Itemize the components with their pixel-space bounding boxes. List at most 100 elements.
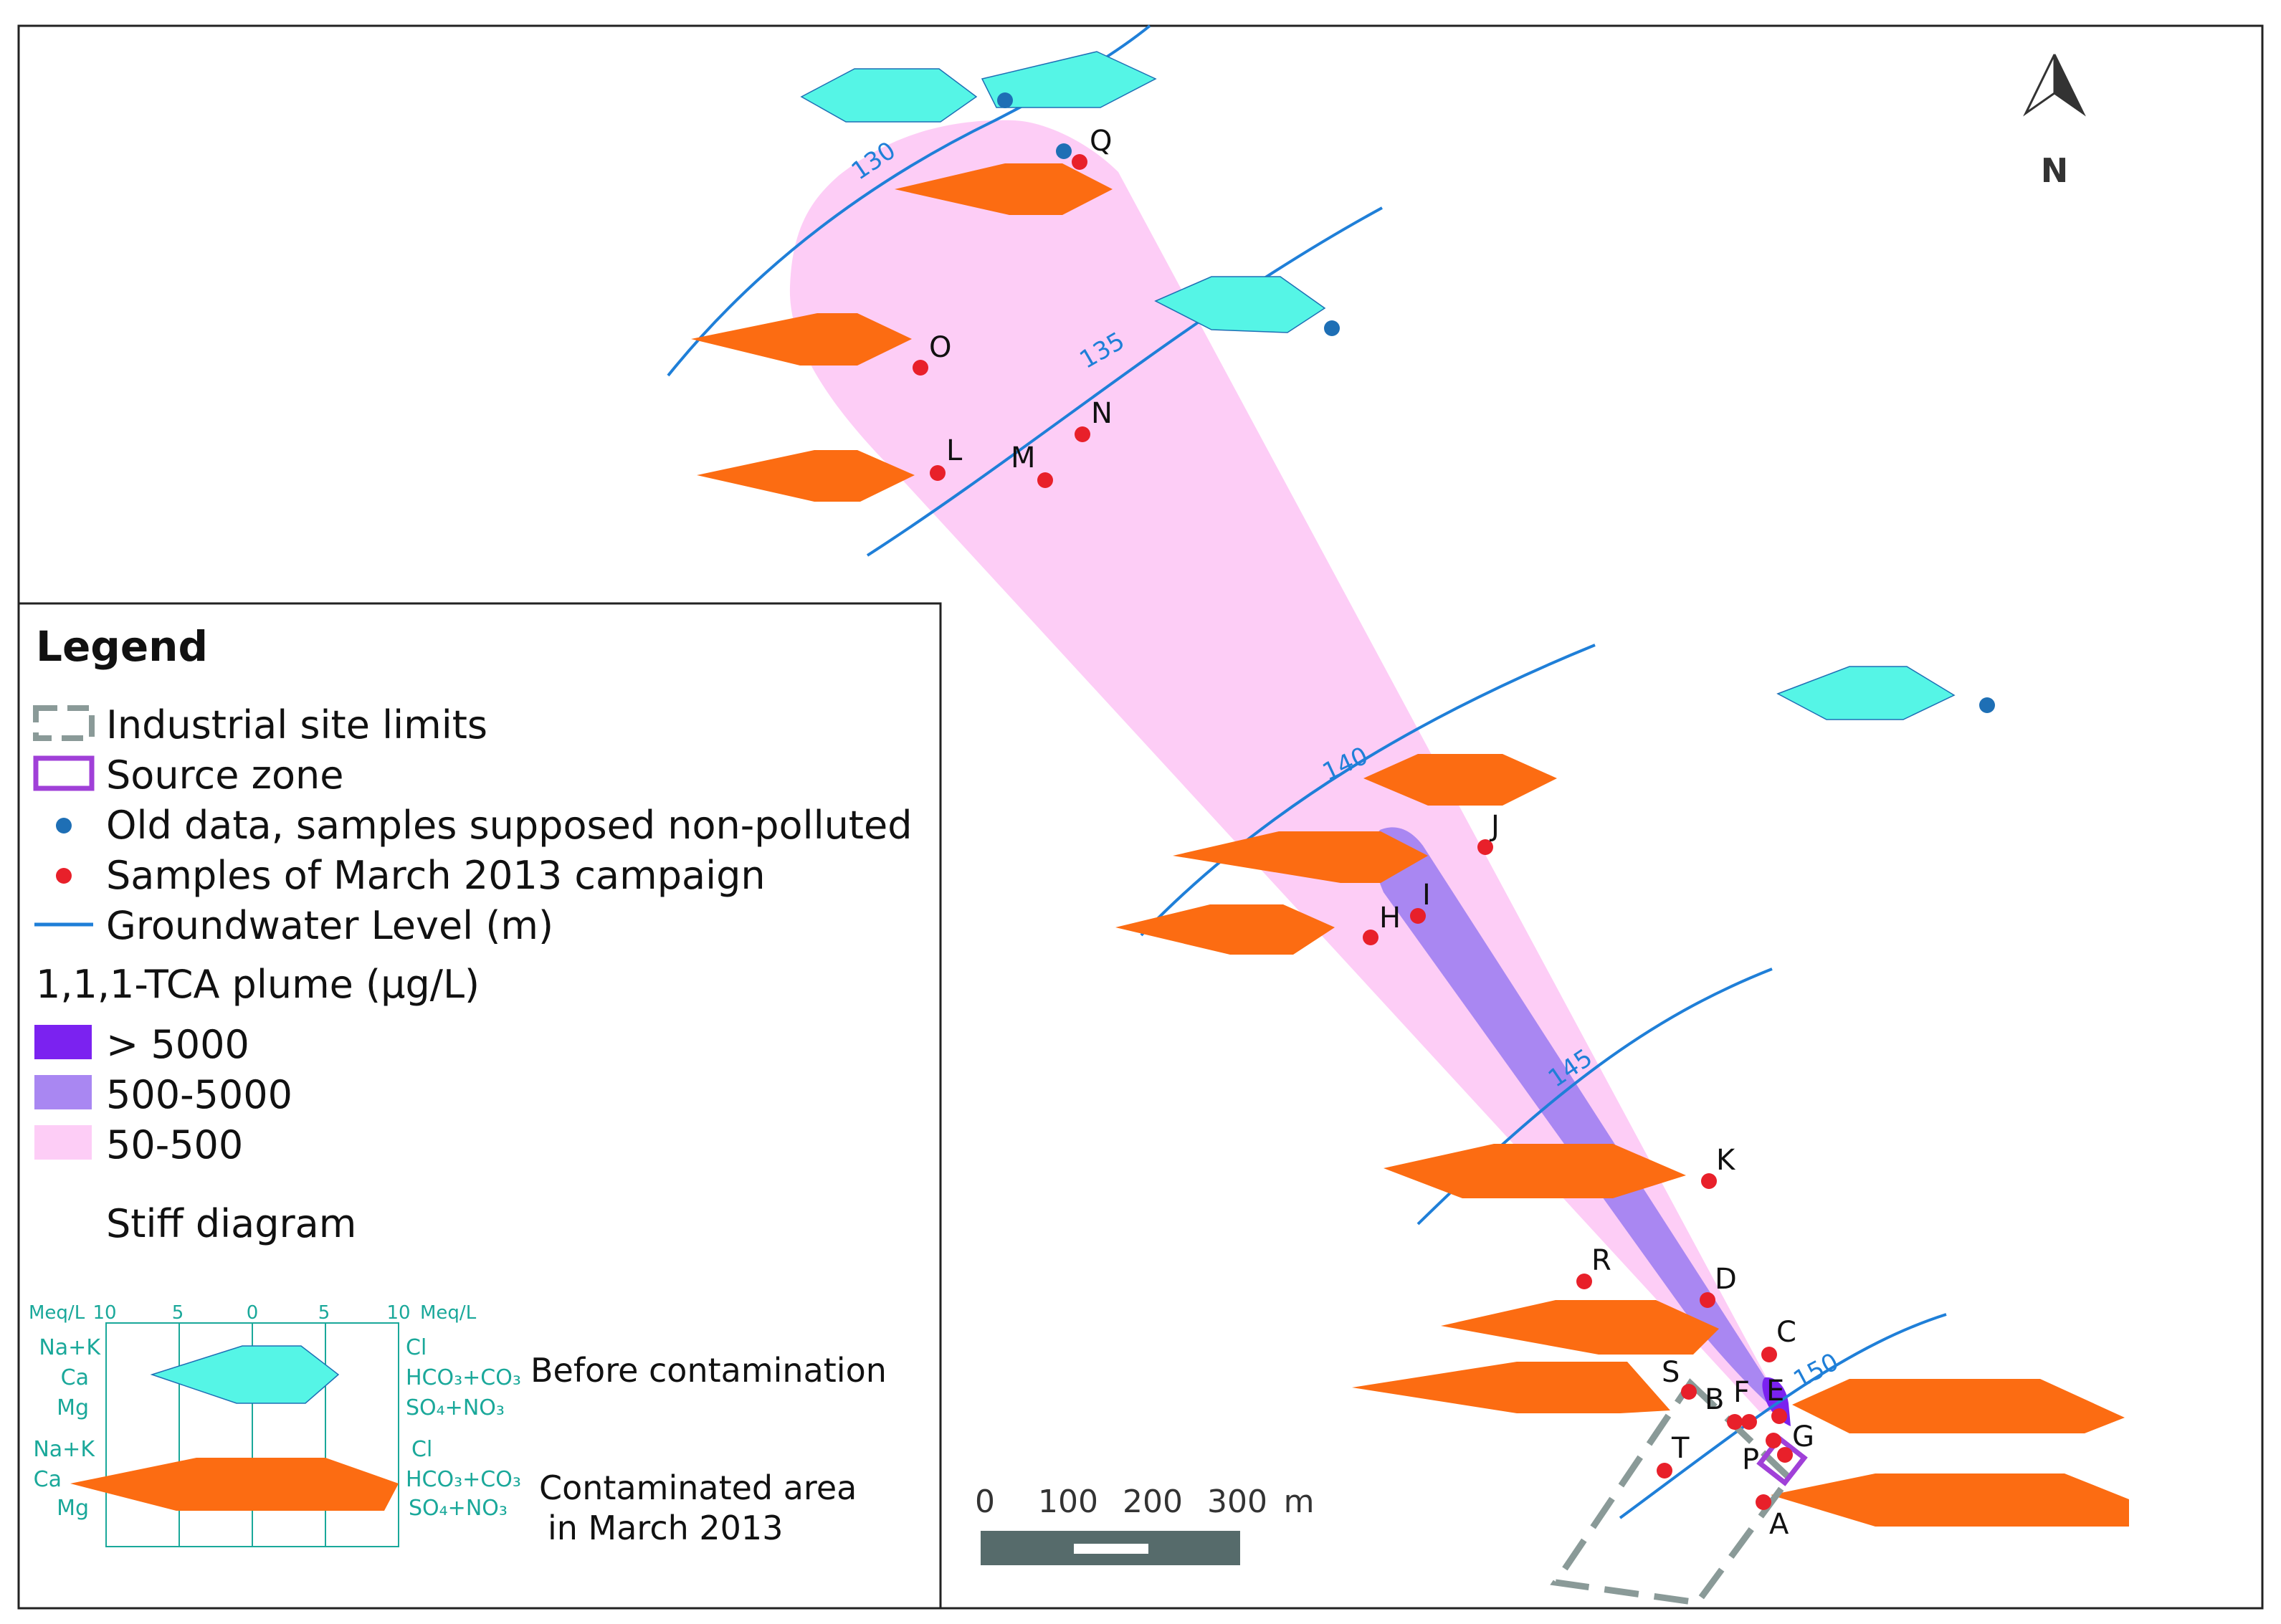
sample-points: [913, 154, 1793, 1510]
plume-low-swatch: [34, 1125, 92, 1160]
industrial-site-limits: [1550, 1378, 1794, 1606]
stiff-diagram-contaminated: [691, 313, 912, 366]
old-data-points: [997, 92, 1995, 713]
stiff-tick-0: 0: [247, 1302, 259, 1324]
source-zone-symbol: [33, 755, 95, 791]
stiff-before-ion-left-1: Na+K: [39, 1335, 101, 1360]
stiff-after-ion-right-1: Cl: [411, 1437, 432, 1462]
sample-point-q: [1072, 154, 1087, 170]
scale-unit: m: [1284, 1484, 1315, 1520]
scale-tick-0: 0: [975, 1484, 995, 1520]
legend-plume-title: 1,1,1-TCA plume (µg/L): [36, 962, 480, 1007]
sample-label-k: K: [1716, 1144, 1736, 1177]
sample-point-t: [1657, 1463, 1672, 1479]
stiff-tick-10-left: 10: [92, 1302, 116, 1324]
stiff-legend-after-shape: [70, 1458, 399, 1511]
sample-label-q: Q: [1090, 125, 1112, 158]
stiff-diagrams-before: [800, 51, 1956, 720]
stiff-after-ion-left-2: Ca: [34, 1467, 62, 1492]
sample-point-k: [1701, 1173, 1717, 1189]
stiff-diagram-contaminated: [1115, 904, 1335, 955]
legend-samples-2013: Samples of March 2013 campaign: [106, 853, 766, 898]
legend-groundwater: Groundwater Level (m): [106, 903, 553, 948]
legend-box: [17, 602, 942, 1610]
north-label: N: [2041, 151, 2069, 190]
contour-140: [1140, 644, 1596, 937]
sample-point-f: [1741, 1414, 1757, 1430]
sample-label-t: T: [1671, 1432, 1690, 1465]
stiff-after-ion-right-2: HCO₃+CO₃: [406, 1467, 521, 1492]
stiff-diagram-before: [1776, 666, 1956, 720]
stiff-legend-before-shape: [150, 1345, 340, 1404]
old-data-point: [1056, 143, 1072, 159]
legend-plume-low: 50-500: [106, 1122, 243, 1167]
sample-label-j: J: [1489, 810, 1500, 843]
stiff-after-label-1: Contaminated area: [539, 1468, 857, 1507]
sample-label-n: N: [1091, 397, 1113, 430]
stiff-legend: Meq/L 10 5 0 5 10 Meq/L Na+K Ca Mg Cl HC…: [29, 1302, 887, 1547]
sample-label-i: I: [1422, 879, 1431, 912]
stiff-after-label-2: in March 2013: [548, 1509, 783, 1547]
sample-label-s: S: [1662, 1356, 1680, 1389]
stiff-before-label: Before contamination: [530, 1351, 887, 1390]
sample-labels: Q O N L M J I H K R D C S B F E G T P A: [929, 125, 1814, 1541]
stiff-unit-right: Meq/L: [420, 1302, 477, 1324]
stiff-diagram-contaminated: [895, 163, 1113, 215]
sample-label-c: C: [1776, 1316, 1796, 1349]
legend-plume-mid: 500-5000: [106, 1072, 292, 1117]
scale-tick-100: 100: [1038, 1484, 1098, 1520]
sample-point-g: [1777, 1447, 1793, 1463]
legend-site-limits: Industrial site limits: [106, 702, 487, 747]
old-data-point: [1979, 697, 1995, 713]
sample-label-b: B: [1705, 1383, 1724, 1416]
scale-tick-200: 200: [1123, 1484, 1183, 1520]
stiff-diagram-contaminated: [1441, 1300, 1719, 1355]
stiff-diagram-contaminated: [1771, 1473, 2129, 1527]
source-zone: [1756, 1435, 1808, 1486]
stiff-after-ion-left-3: Mg: [57, 1496, 89, 1521]
site-limits-symbol: [33, 705, 95, 741]
sample-point-a: [1756, 1494, 1771, 1510]
contour-135: [866, 206, 1383, 557]
stiff-diagram-before: [800, 68, 978, 123]
sample-point-s: [1681, 1384, 1697, 1400]
legend-plume-high: > 5000: [106, 1022, 249, 1067]
stiff-before-ion-right-3: SO₄+NO₃: [406, 1395, 505, 1420]
sample-label-d: D: [1715, 1263, 1737, 1296]
stiff-before-ion-right-2: HCO₃+CO₃: [406, 1365, 521, 1390]
sample-label-r: R: [1591, 1244, 1611, 1277]
sample-label-a: A: [1769, 1508, 1789, 1541]
stiff-diagram-contaminated: [1384, 1144, 1686, 1198]
sample-point-m: [1037, 472, 1053, 488]
plume-500-5000: [1373, 827, 1778, 1406]
sample-point-c: [1761, 1347, 1777, 1362]
sample-point-j: [1477, 839, 1493, 855]
old-data-point: [1324, 320, 1340, 336]
old-data-symbol: [56, 818, 72, 834]
sample-label-h: H: [1379, 902, 1401, 935]
sample-label-l: L: [946, 434, 963, 467]
stiff-tick-10-right: 10: [386, 1302, 410, 1324]
stiff-tick-5-left: 5: [172, 1302, 184, 1324]
sample-point-i: [1410, 908, 1426, 924]
stiff-before-ion-right-1: Cl: [406, 1335, 427, 1360]
sample-label-g: G: [1792, 1420, 1814, 1453]
plume-high-swatch: [34, 1025, 92, 1059]
sample-point-h: [1363, 930, 1378, 945]
legend-title: Legend: [36, 622, 208, 671]
sample-point-r: [1576, 1274, 1592, 1289]
stiff-diagram-before: [1154, 276, 1326, 333]
stiff-diagram-contaminated: [1173, 831, 1428, 883]
plume-mid-swatch: [34, 1075, 92, 1109]
sample-point-l: [930, 465, 946, 481]
samples-symbol: [56, 868, 72, 884]
legend-old-data: Old data, samples supposed non-polluted: [106, 803, 912, 848]
sample-label-f: F: [1733, 1376, 1750, 1409]
legend-stiff-title: Stiff diagram: [106, 1201, 356, 1246]
sample-label-p: P: [1742, 1443, 1759, 1476]
stiff-tick-5-right: 5: [318, 1302, 330, 1324]
stiff-diagrams-contaminated: [691, 163, 2129, 1527]
stiff-unit-left: Meq/L: [29, 1302, 85, 1324]
stiff-diagram-contaminated: [1792, 1379, 2125, 1433]
